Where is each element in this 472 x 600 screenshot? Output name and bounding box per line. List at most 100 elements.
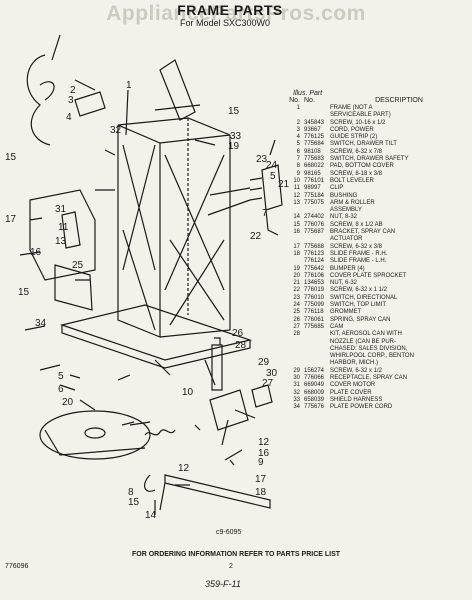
part-no-cell [304,105,330,112]
part-no-cell: 98165 [304,170,321,177]
illus-no-cell: 9 [296,170,300,177]
illus-no-cell: 11 [293,185,300,192]
description-cell: GUIDE STRIP (2) [330,134,378,141]
illus-no-cell [288,346,304,353]
cord-bracket [74,91,106,117]
part-no-cell: 776076 [304,221,325,228]
watermark: AppliancePartsPros.com [106,2,366,25]
description-cell: PLATE COVER [330,389,372,396]
description-cell: ACTUATOR [330,236,363,243]
callout-17: 17 [5,214,17,225]
frame-tower-side [159,135,231,338]
callout-8: 8 [128,487,134,498]
cam [251,384,273,408]
description-cell: SCREW, 6-32 x 1/2 [330,367,383,374]
callout-16: 16 [30,247,42,258]
callout-19: 19 [228,141,240,152]
callout-22: 22 [250,231,262,242]
part-no-cell: 776118 [304,309,324,316]
illus-no-cell: 13 [293,199,300,206]
col-description: DESCRIPTION [375,97,423,104]
illus-no-cell: 10 [293,177,300,184]
callout-9: 9 [258,457,264,468]
table-row: 15 776076 SCREW, 8 x 1/2 AB [288,222,468,229]
table-row: SERVICEABLE PART) [288,112,468,119]
description-cell: FRAME (NOT A [330,105,373,111]
spray-can [211,337,223,391]
document-number: 776096 [5,563,29,570]
description-cell: COVER PLATE SPROCKET [330,272,407,279]
description-cell: SWITCH, DRAWER TILT [330,141,397,148]
part-no-cell: 775685 [304,323,325,330]
callout-13: 13 [55,236,67,247]
table-row: CHASED: SALES DIVISION, [288,346,468,353]
illus-no-cell: 27 [293,323,300,330]
description-cell: SWITCH, DIRECTIONAL [330,294,398,301]
description-cell: CLIP [330,185,344,192]
description-cell: SCREW, 6-32 x 3/8 [330,243,383,250]
illus-no-cell: 22 [293,287,300,294]
part-no-cell: 93667 [304,126,321,133]
table-row: NOZZLE (CAN BE PUR- [288,339,468,346]
part-no-cell: 776106 [304,272,325,279]
part-no-cell: 669049 [304,382,325,389]
part-no-cell [304,346,330,353]
illus-no-cell: 25 [293,309,300,316]
callout-16b: 16 [258,448,270,459]
illus-no-cell: 24 [293,302,300,309]
illus-no-cell: 21 [293,280,300,287]
motor-cover [29,189,96,281]
description-cell: ASSEMBLY [330,207,362,214]
part-no-cell: 775687 [304,229,325,236]
part-no-cell: 668022 [304,163,325,170]
part-no-cell: 134653 [304,280,325,287]
illus-no-cell: 5 [296,141,300,148]
page-title: FRAME PARTS [177,2,283,18]
callout-26: 26 [232,328,244,339]
illus-no-cell: 15 [293,221,300,228]
description-cell: SERVICEABLE PART) [330,112,391,119]
description-cell: NOZZLE (CAN BE PUR- [330,338,397,345]
callout-27: 27 [262,378,274,389]
description-cell: SCREW, 8 x 1/2 AB [330,221,383,228]
illus-no-cell [288,360,304,367]
callout-2: 2 [70,85,76,96]
callout-32: 32 [110,125,122,136]
part-no-cell: 775683 [304,156,325,163]
description-cell: CORD, POWER [330,126,374,133]
illus-no-cell: 4 [296,134,300,141]
page-subtitle: For Model SXC300W0 [179,18,271,28]
part-no-cell: 775642 [304,265,325,272]
part-no-cell [304,112,330,119]
part-no-cell: 775184 [304,192,325,199]
description-cell: SCREW, 10-16 x 1/2 [330,119,386,126]
illus-no-cell: 1 [296,105,300,111]
receptacle [209,389,249,431]
illus-no-cell: 18 [293,250,300,257]
callout-31: 31 [55,204,67,215]
callout-14: 14 [145,510,157,521]
illus-no-cell [288,339,304,346]
illus-no-cell: 33 [293,396,300,403]
part-no-cell: 658039 [304,396,325,403]
col-illus-no: No. [289,97,300,104]
description-cell: BUMPER (4) [330,265,365,272]
illus-no-cell [288,353,304,360]
exploded-parts-diagram: 1 32 15 33 19 23 24 5 21 7 22 2 3 4 15 3… [5,34,290,521]
description-cell: RECEPTACLE, SPRAY CAN [330,374,408,381]
frame-tower-front [117,125,161,338]
callout-6: 6 [58,384,64,395]
callout-15c: 15 [18,287,30,298]
